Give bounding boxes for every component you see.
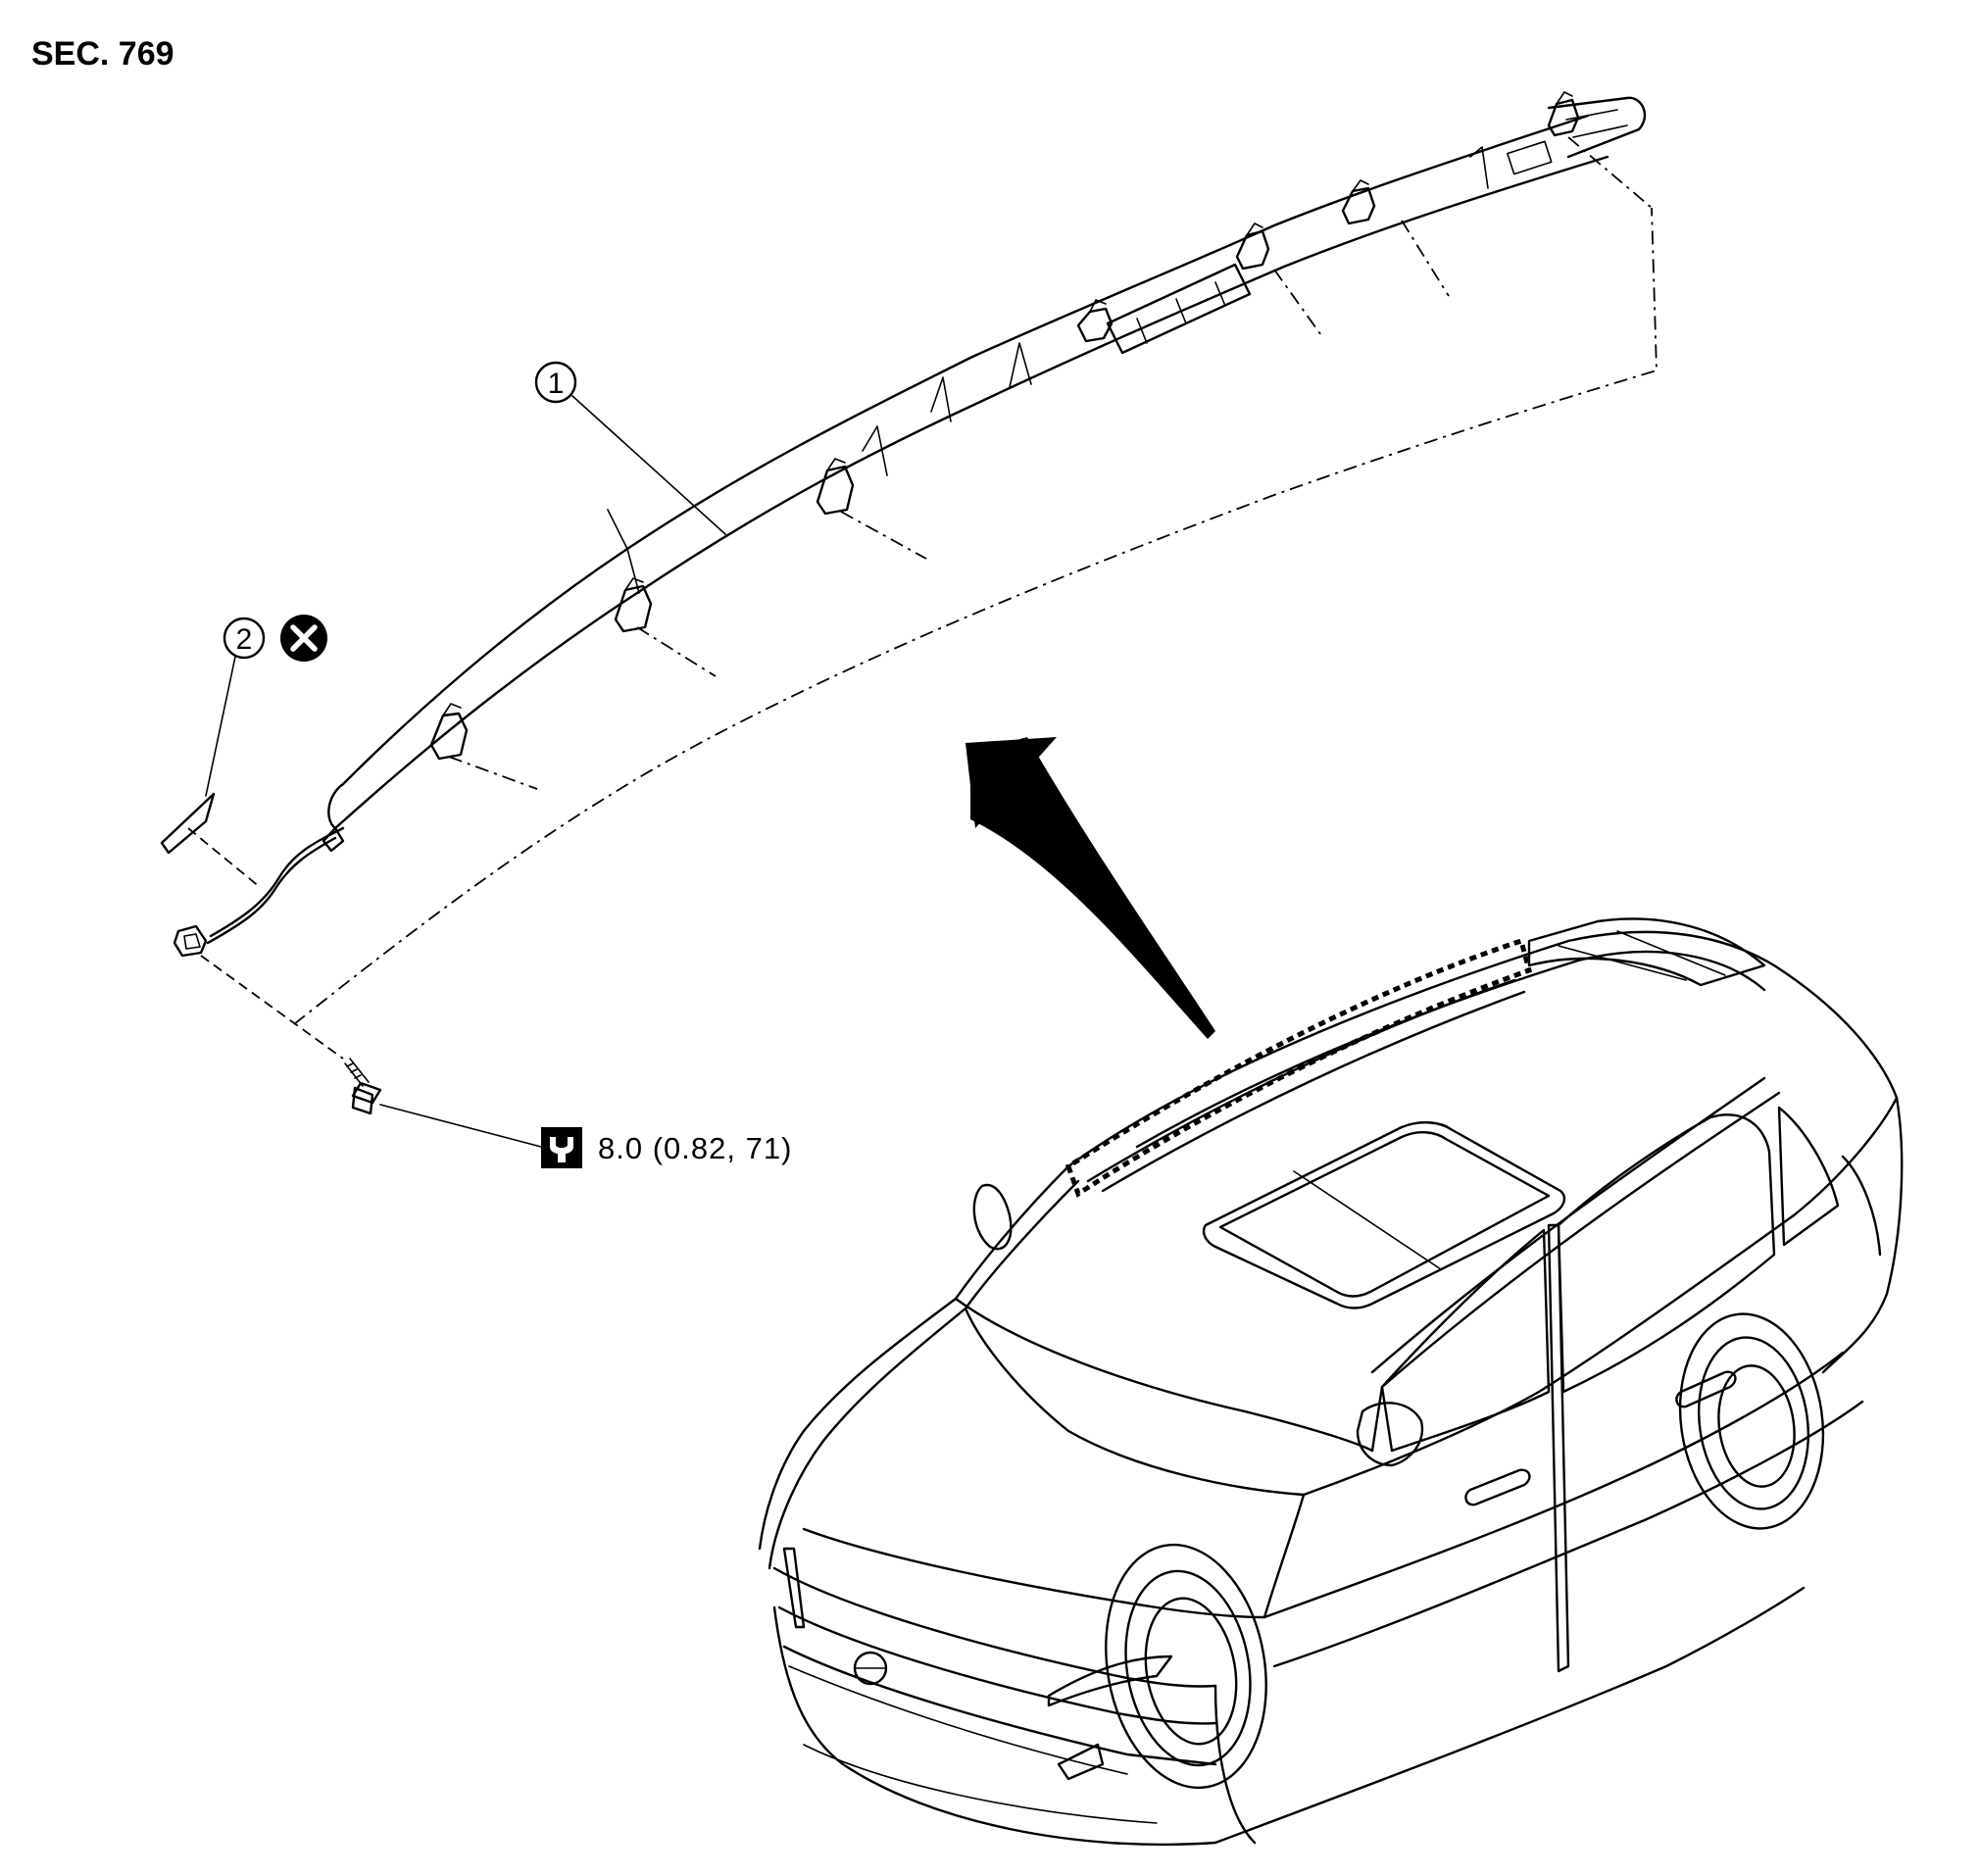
projection-lines: [187, 136, 1658, 1060]
mounting-clip: [816, 458, 855, 516]
mounting-bolt: [344, 1058, 382, 1115]
callout-2-number: 2: [236, 623, 253, 656]
torque-callout: 8.0 (0.82, 71): [379, 1104, 792, 1168]
mounting-clip: [429, 703, 469, 761]
bracket-part-2: [160, 792, 216, 855]
mounting-clip: [1235, 222, 1270, 271]
mounting-clip: [1076, 299, 1114, 343]
torque-wrench-icon: [541, 1127, 582, 1168]
callout-1-number: 1: [548, 368, 565, 400]
callout-2: 2: [205, 615, 327, 797]
torque-spec-text: 8.0 (0.82, 71): [598, 1131, 792, 1165]
section-title: SEC. 769: [31, 35, 174, 73]
x-circle-icon: [280, 615, 327, 662]
mounting-clip: [1547, 91, 1580, 137]
harness-connector: [173, 924, 208, 958]
mounting-clip: [1341, 179, 1376, 225]
vehicle-illustration: [758, 917, 1904, 1847]
curtain-airbag-module: [173, 91, 1647, 958]
curved-arrow: [965, 737, 1215, 1039]
callout-1: 1: [534, 361, 726, 535]
mounting-clip: [614, 577, 653, 633]
